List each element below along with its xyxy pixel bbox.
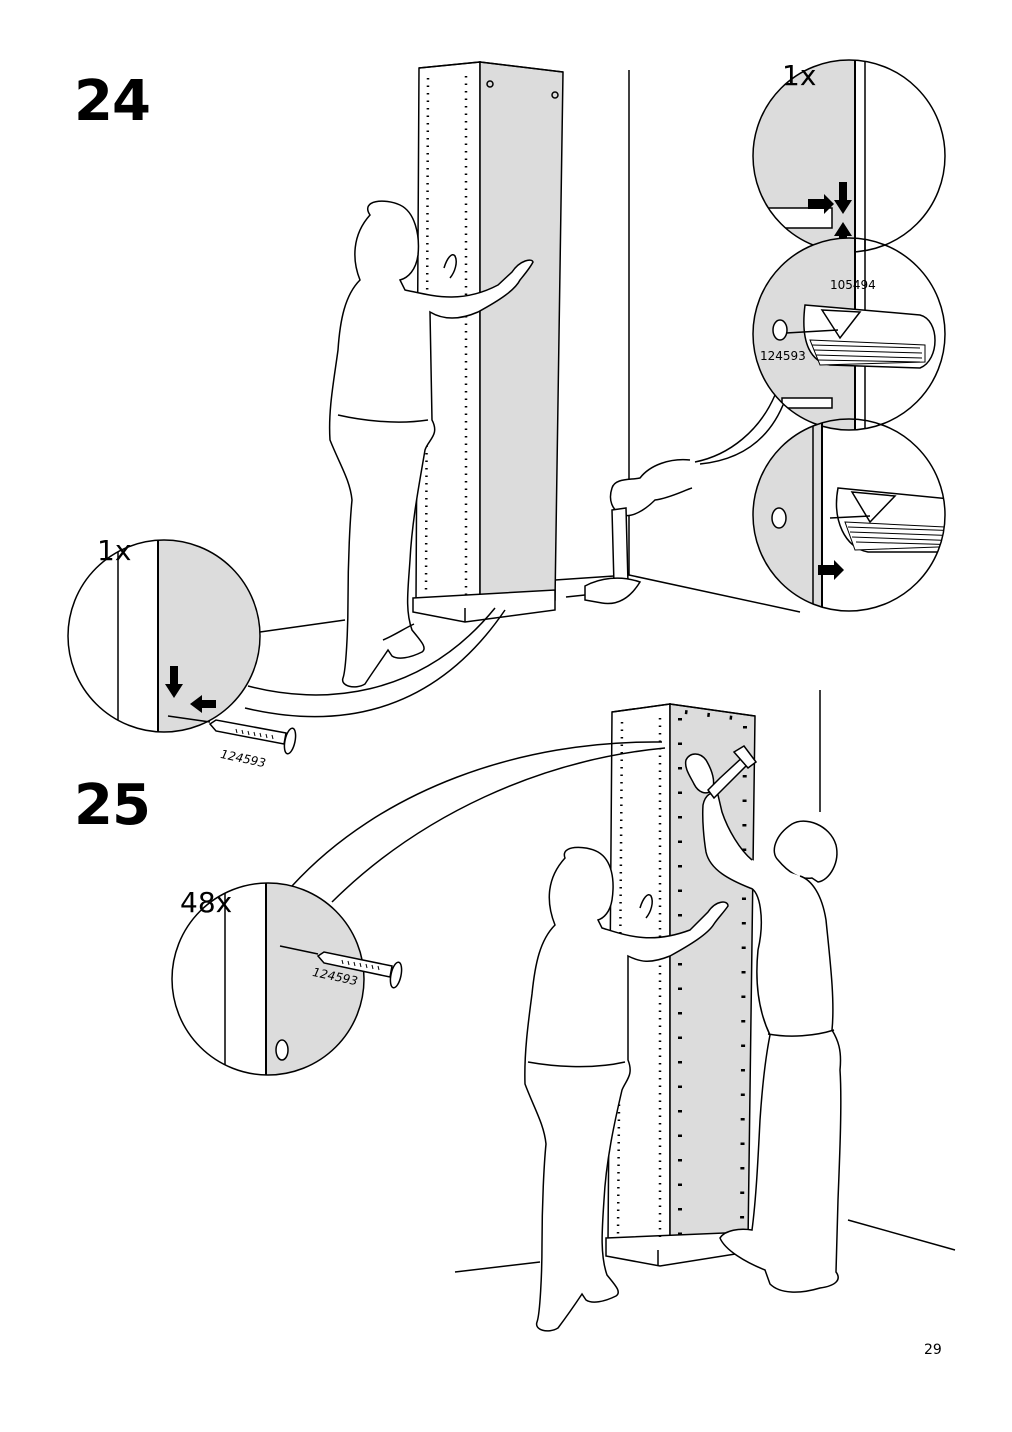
arrow-left-icon <box>190 695 216 713</box>
step24-scene <box>244 61 801 718</box>
arrow-right-icon <box>808 194 834 214</box>
man-step25 <box>684 745 842 1293</box>
arrow-down-icon <box>165 666 183 698</box>
arrow-up-icon <box>834 222 852 252</box>
detail-circle-top <box>752 59 946 253</box>
arm-with-hammer <box>565 458 693 605</box>
detail-circle-middle <box>752 237 946 431</box>
cabinet-step24 <box>412 61 564 623</box>
arrow-down-icon <box>834 182 852 214</box>
detail-circle-bottom <box>752 418 946 612</box>
part-number-124593-middle: 124593 <box>760 349 806 363</box>
quantity-label-top-detail: 1x <box>782 59 817 92</box>
quantity-label-left-detail: 1x <box>97 534 132 567</box>
quantity-label-step25-detail: 48x <box>180 886 233 919</box>
step25-scene <box>291 690 956 1332</box>
step-number-25: 25 <box>74 773 151 838</box>
woman-step25 <box>524 846 729 1332</box>
step-number-24: 24 <box>74 69 151 134</box>
woman-step24 <box>328 200 534 688</box>
page-number: 29 <box>924 1342 942 1358</box>
nail-icon <box>279 945 403 989</box>
nail-icon <box>167 715 297 755</box>
part-number-105494: 105494 <box>830 278 876 292</box>
arrow-right-icon <box>818 560 844 580</box>
